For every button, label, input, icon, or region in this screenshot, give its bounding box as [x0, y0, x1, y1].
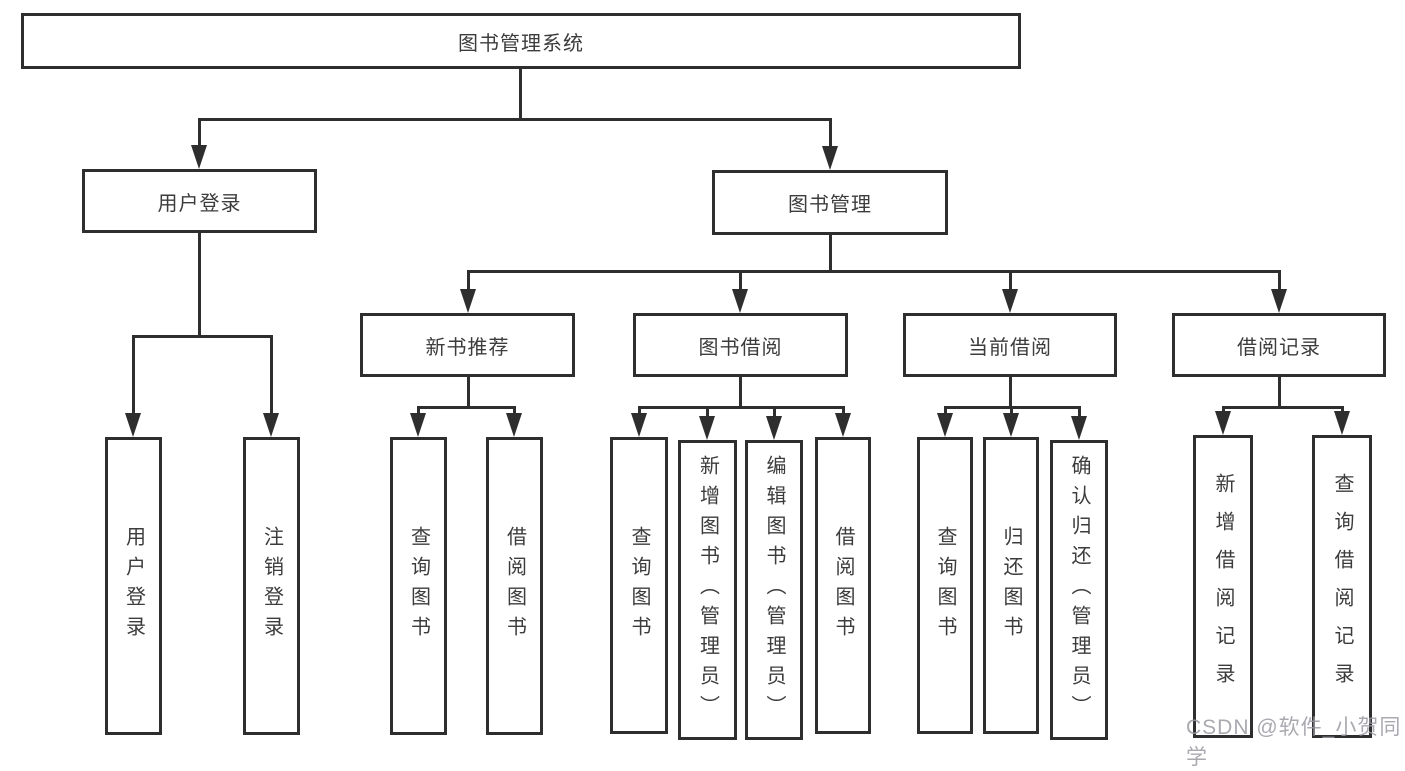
csdn-watermark: CSDN @软件_小贺同学	[1186, 716, 1402, 769]
connector-line	[1222, 406, 1344, 409]
connector-line	[513, 407, 516, 413]
leaf-node-borrow-books-1: 借阅图书	[486, 437, 543, 735]
node-label: 用户登录	[157, 192, 242, 215]
leaf-label: 确认归还（管理员）	[1068, 455, 1090, 725]
connector-line	[1010, 407, 1013, 413]
connector-line	[638, 407, 641, 413]
node-book-management: 图书管理	[712, 170, 948, 235]
connector-line	[1222, 407, 1225, 411]
connector-line	[467, 377, 470, 407]
leaf-label: 新增借阅记录	[1212, 472, 1234, 701]
arrow-down-icon	[1334, 411, 1350, 435]
node-label: 当前借阅	[968, 336, 1052, 359]
leaf-node-borrow-books-2: 借阅图书	[815, 437, 871, 734]
leaf-node-user-login: 用户登录	[105, 437, 162, 735]
node-label: 新书推荐	[425, 336, 510, 359]
connector-line	[829, 235, 832, 271]
connector-line	[1009, 271, 1012, 289]
leaf-label: 借阅图书	[832, 525, 854, 646]
node-book-borrowing: 图书借阅	[633, 313, 848, 377]
arrow-down-icon	[1271, 289, 1287, 313]
leaf-node-return-books: 归还图书	[983, 437, 1039, 734]
arrow-down-icon	[1002, 289, 1018, 313]
connector-line	[829, 119, 832, 147]
node-borrowing-records: 借阅记录	[1172, 313, 1386, 377]
connector-line	[1009, 377, 1012, 407]
leaf-label: 查询图书	[934, 525, 956, 646]
leaf-label: 查询图书	[628, 525, 650, 646]
connector-line	[198, 118, 832, 121]
arrow-down-icon	[1215, 411, 1231, 435]
leaf-label: 借阅图书	[503, 526, 526, 646]
arrow-down-icon	[631, 413, 647, 437]
connector-line	[519, 69, 522, 119]
arrow-down-icon	[1003, 413, 1019, 437]
leaf-label: 用户登录	[122, 526, 145, 646]
arrow-down-icon	[822, 146, 838, 170]
connector-line	[270, 336, 273, 413]
arrow-down-icon	[766, 416, 782, 440]
node-new-book-recommendation: 新书推荐	[360, 313, 575, 377]
leaf-node-query-books-1: 查询图书	[390, 437, 447, 735]
connector-line	[739, 377, 742, 407]
connector-line	[773, 407, 776, 416]
node-current-borrowing: 当前借阅	[903, 313, 1117, 377]
connector-line	[1278, 271, 1281, 289]
connector-line	[417, 407, 420, 413]
leaf-node-add-borrow-record: 新增借阅记录	[1193, 435, 1253, 738]
leaf-node-logout: 注销登录	[243, 437, 300, 735]
arrow-down-icon	[835, 413, 851, 437]
leaf-label: 归还图书	[1000, 525, 1022, 646]
arrow-down-icon	[699, 416, 715, 440]
node-label: 图书管理	[788, 194, 872, 216]
root-node-library-management-system: 图书管理系统	[21, 13, 1021, 69]
leaf-label: 新增图书（管理员）	[696, 455, 719, 725]
connector-line	[467, 270, 1281, 273]
leaf-label: 查询借阅记录	[1331, 472, 1353, 701]
arrow-down-icon	[460, 289, 476, 313]
node-label: 借阅记录	[1237, 336, 1321, 359]
leaf-label: 注销登录	[260, 526, 283, 646]
connector-line	[467, 271, 470, 289]
leaf-label: 编辑图书（管理员）	[763, 455, 785, 725]
node-user-login: 用户登录	[82, 169, 317, 233]
connector-line	[132, 336, 135, 413]
arrow-down-icon	[191, 145, 207, 169]
arrow-down-icon	[410, 413, 426, 437]
leaf-node-add-books-admin: 新增图书（管理员）	[678, 440, 737, 740]
connector-line	[198, 119, 201, 146]
arrow-down-icon	[506, 413, 522, 437]
connector-line	[1278, 377, 1281, 407]
arrow-down-icon	[263, 413, 279, 437]
arrow-down-icon	[125, 413, 141, 437]
node-label: 图书借阅	[698, 336, 783, 359]
connector-line	[132, 335, 273, 338]
connector-line	[706, 407, 709, 416]
connector-line	[638, 406, 845, 409]
leaf-node-confirm-return-admin: 确认归还（管理员）	[1050, 440, 1108, 740]
leaf-node-edit-books-admin: 编辑图书（管理员）	[745, 440, 803, 740]
connector-line	[944, 407, 947, 413]
arrow-down-icon	[732, 289, 748, 313]
leaf-node-query-books-3: 查询图书	[917, 437, 973, 734]
leaf-label: 查询图书	[407, 526, 430, 646]
library-system-structure-diagram: 图书管理系统 用户登录 图书管理 新书推荐 图书借阅 当前借阅 借阅记录 用户登…	[21, 13, 1401, 769]
root-node-label: 图书管理系统	[458, 32, 584, 55]
leaf-node-query-books-2: 查询图书	[610, 437, 668, 734]
arrow-down-icon	[937, 413, 953, 437]
leaf-node-query-borrow-record: 查询借阅记录	[1312, 435, 1372, 738]
connector-line	[417, 406, 516, 409]
connector-line	[198, 233, 201, 336]
connector-line	[739, 271, 742, 289]
arrow-down-icon	[1071, 416, 1087, 440]
connector-line	[842, 407, 845, 413]
connector-line	[1078, 407, 1081, 416]
connector-line	[1341, 407, 1344, 411]
